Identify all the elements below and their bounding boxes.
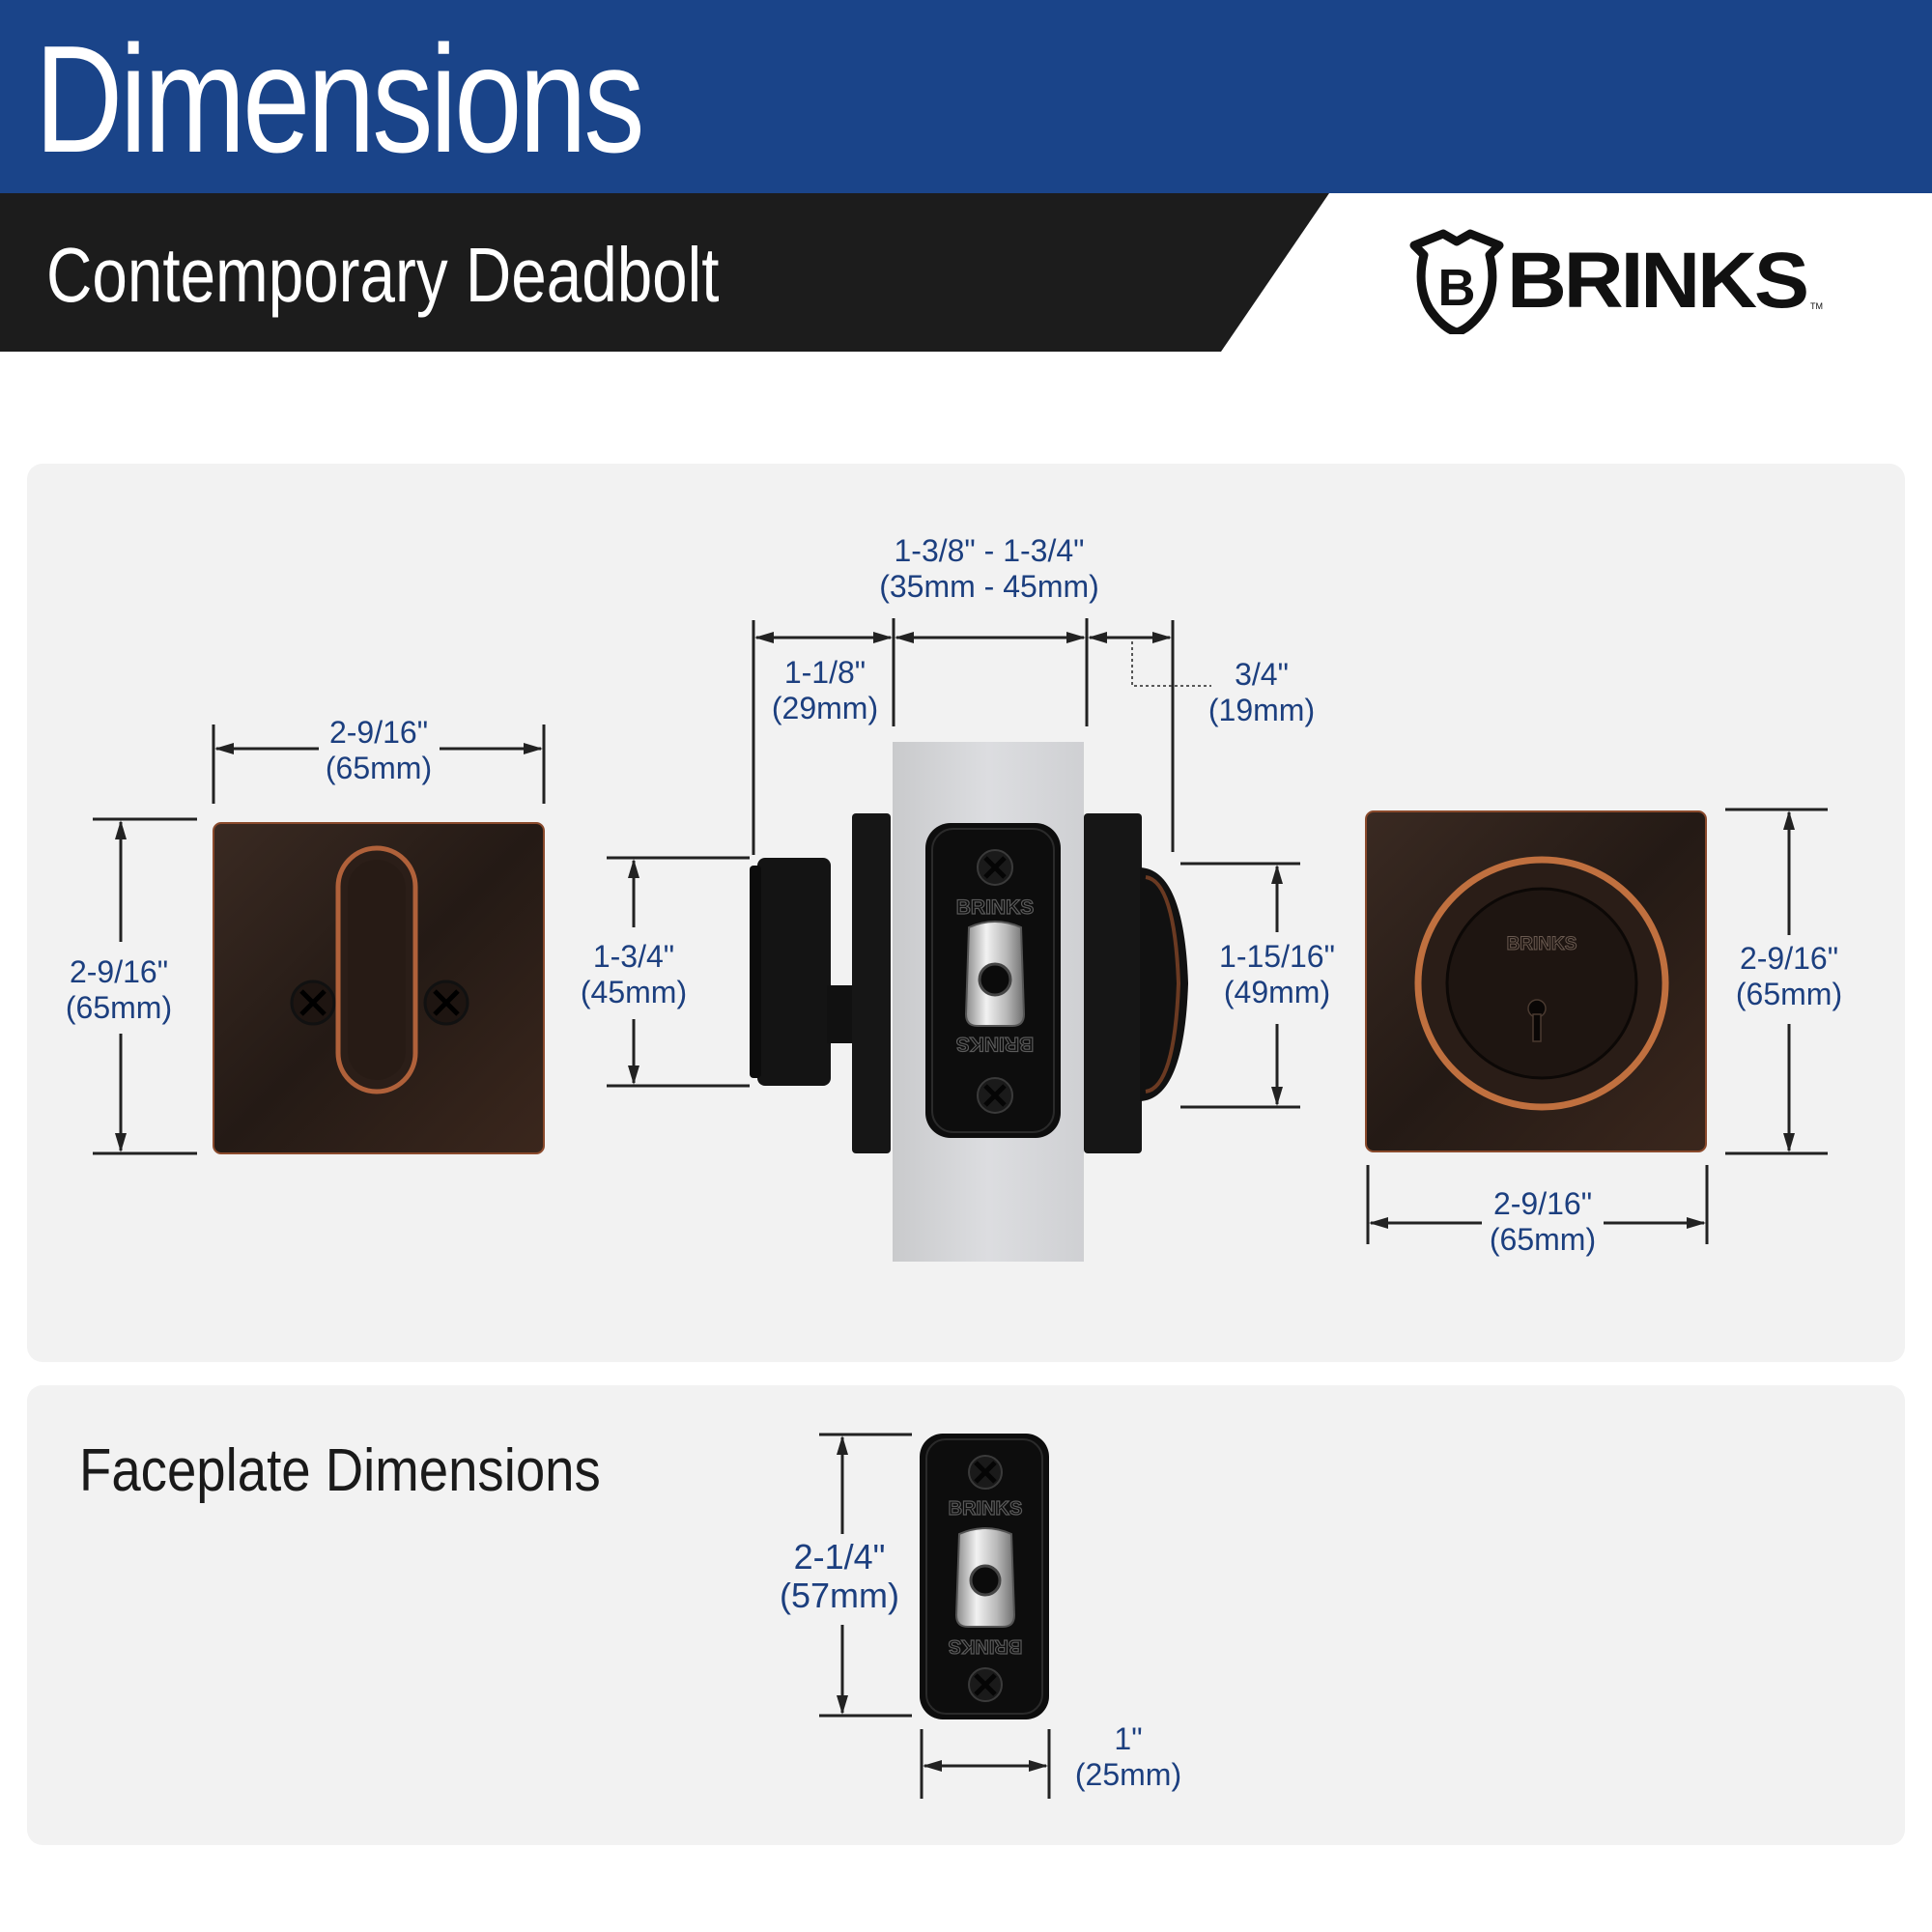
faceplate-width-dimension	[920, 1729, 1051, 1799]
cylinder-projection-label: 3/4"(19mm)	[1208, 657, 1316, 727]
thumbturn-height-side-dimension	[607, 856, 750, 1088]
plate-brand-text-inverted: BRINKS	[956, 1033, 1035, 1055]
deadbolt-side-view: BRINKS BRINKS	[607, 618, 1300, 1262]
faceplate-height-label: 2-1/4"(57mm)	[780, 1537, 899, 1615]
thumbturn-width-dimension	[212, 724, 546, 804]
thumbturn-projection-label: 1-1/8"(29mm)	[771, 655, 879, 725]
thumbturn-side-height-label: 1-3/4"(45mm)	[580, 939, 688, 1009]
faceplate-view: BRINKS BRINKS	[819, 1433, 1051, 1799]
cylinder-side-height-label: 1-15/16"(49mm)	[1219, 939, 1335, 1009]
cylinder-brand-text: BRINKS	[1507, 934, 1577, 954]
screw-icon	[968, 1455, 1003, 1490]
screw-icon	[977, 1077, 1013, 1114]
screw-icon	[423, 980, 469, 1026]
keyed-width-dimension	[1366, 1165, 1709, 1244]
plate-brand-text: BRINKS	[956, 896, 1035, 919]
screw-icon	[290, 980, 336, 1026]
keyhole-icon	[1527, 999, 1547, 1042]
side-view-width-dimensions	[752, 618, 1211, 855]
keyed-height-dimension	[1725, 808, 1828, 1155]
screw-icon	[977, 849, 1013, 886]
keyed-exterior-front-view: BRINKS	[1365, 808, 1828, 1244]
faceplate-brand-text: BRINKS	[949, 1498, 1023, 1520]
keyed-height-label: 2-9/16"(65mm)	[1735, 941, 1843, 1011]
logo-letter: B	[1438, 259, 1476, 317]
faceplate-brand-text-inverted: BRINKS	[949, 1635, 1023, 1657]
faceplate-width-label: 1"(25mm)	[1074, 1721, 1182, 1792]
brand-wordmark: BRINKS	[1507, 237, 1806, 325]
page-title: Dimensions	[35, 14, 645, 185]
faceplate-section-title: Faceplate Dimensions	[79, 1437, 601, 1504]
shield-logo-icon: B	[1409, 229, 1504, 334]
cylinder-height-side-dimension	[1180, 862, 1300, 1109]
product-subtitle: Contemporary Deadbolt	[46, 232, 720, 318]
keyed-width-label: 2-9/16"(65mm)	[1489, 1186, 1597, 1257]
brinks-logo: B BRINKS TM	[1409, 229, 1823, 334]
thumbturn-width-label: 2-9/16"(65mm)	[325, 715, 433, 785]
screw-icon	[968, 1667, 1003, 1702]
faceplate-height-dimension	[819, 1433, 912, 1718]
header-banner	[0, 0, 1932, 193]
thumbturn-height-label: 2-9/16"(65mm)	[65, 954, 173, 1025]
trademark-mark: TM	[1810, 301, 1823, 311]
door-thickness-label: 1-3/8" - 1-3/4"(35mm - 45mm)	[879, 533, 1099, 604]
thumbturn-front-view	[93, 724, 546, 1155]
thumbturn-height-dimension	[93, 817, 197, 1155]
